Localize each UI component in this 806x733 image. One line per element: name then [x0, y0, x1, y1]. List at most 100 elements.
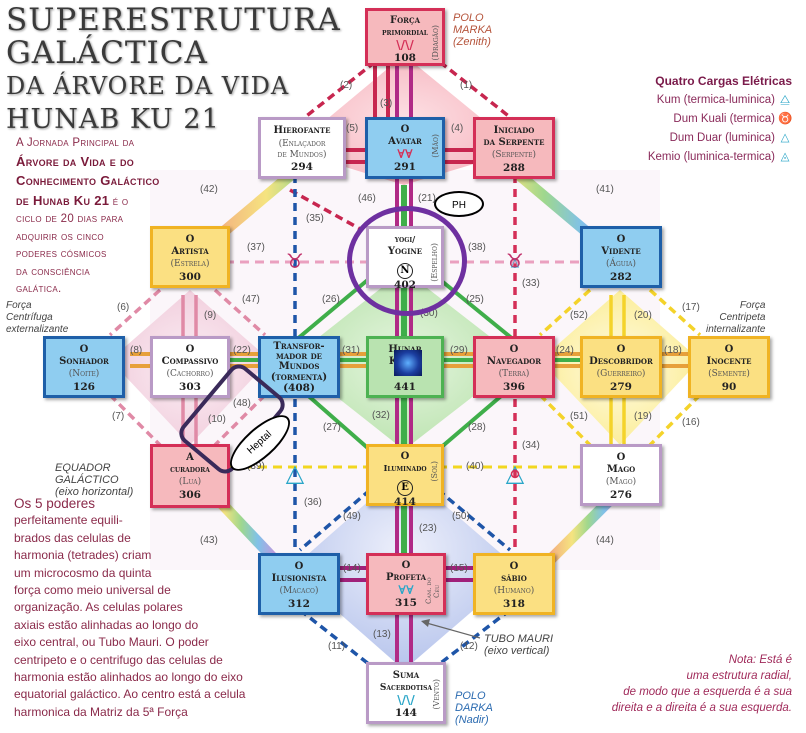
node-title: O [400, 451, 410, 462]
note-line: TUBO MAURI [484, 633, 554, 645]
node-profeta[interactable]: O Profeta ∀∀ 315 Cam. do Céu [366, 553, 446, 615]
node-suma-sacerdotisa[interactable]: Suma Sacerdotisa \/\/ 144 (Vento) [366, 662, 446, 724]
dum-duar-icon: △ [780, 132, 790, 144]
node-side-label: (Sol) [430, 461, 439, 482]
node-descobridor[interactable]: O Descobridor (Guerreiro) 279 [580, 336, 662, 398]
pole-line: (Nadir) [455, 714, 489, 726]
node-title: O [401, 560, 411, 571]
path-label-32: (32) [372, 410, 390, 421]
legend-item: Kemio (luminica-termica)◬ [648, 148, 792, 167]
legend-item: Dum Kuali (termica)♉ [648, 110, 792, 129]
node-hierofante[interactable]: Hierofante (Enlaçador de Mundos) 294 [258, 117, 346, 179]
legend-heading: Quatro Cargas Elétricas [655, 74, 792, 88]
node-title: Hierofante [273, 125, 331, 136]
path-label-42: (42) [200, 184, 218, 195]
node-title: O [616, 452, 626, 463]
path-label-7: (7) [112, 411, 125, 422]
path-17 [648, 288, 702, 337]
path-label-24: (24) [556, 345, 574, 356]
node-title: Transfor- [273, 341, 325, 352]
e-seal-icon: E [397, 480, 413, 496]
node-avatar[interactable]: O Avatar ∀∀ 291 (Mão) [365, 117, 445, 179]
node-iluminado[interactable]: O Iluminado E 414 (Sol) [366, 444, 444, 508]
node-artista[interactable]: O Artista (Estrela) 300 [150, 226, 230, 288]
path-label-38: (38) [468, 242, 486, 253]
node-value: (408) [283, 382, 315, 394]
node-sonhador[interactable]: O Sonhador (Noite) 126 [43, 336, 125, 398]
node-title: O [724, 344, 734, 355]
body-line: Os 5 poderes [14, 496, 96, 511]
node-mago[interactable]: O Mago (Mago) 276 [580, 444, 662, 506]
path-label-15: (15) [450, 563, 468, 574]
note-line: EQUADOR [55, 462, 111, 474]
path-label-4: (4) [451, 123, 464, 134]
seal-glyph-icon: \/\/ [396, 38, 414, 52]
node-subtitle: (Guerreiro) [596, 369, 646, 379]
path-label-29: (29) [450, 345, 468, 356]
note-centrifuga: Força Centrífuga externalizante [6, 300, 68, 336]
legend-item: Kum (termica-luminica)⧋ [648, 91, 792, 110]
node-forca-primordial[interactable]: Força primordial \/\/ 108 (Dragão) [365, 8, 445, 66]
node-value: 108 [394, 52, 416, 64]
pole-line: POLO [453, 12, 484, 24]
body-paragraph: Os 5 poderes perfeitamente equili- brado… [14, 495, 334, 721]
node-title: O [79, 344, 89, 355]
path-label-14: (14) [343, 563, 361, 574]
legend-label: Dum Kuali (termica) [673, 113, 775, 125]
svg-text:△: △ [506, 459, 525, 487]
path-label-19: (19) [634, 411, 652, 422]
node-value: 144 [395, 707, 417, 719]
body-line: harmonica da Matriz da 5ª Força [14, 704, 188, 719]
node-transformador-de-mundos[interactable]: Transfor- mador de Mundos (tormenta) (40… [258, 336, 340, 398]
seal-glyph-icon: ∀∀ [397, 147, 413, 161]
kum-icon: ⧋ [779, 94, 791, 106]
node-value: 300 [179, 271, 201, 283]
path-7 [108, 393, 162, 447]
path-label-6: (6) [117, 302, 130, 313]
node-title: Profeta [386, 572, 426, 583]
note-line: (eixo vertical) [484, 645, 550, 657]
path-51 [538, 393, 592, 447]
intro-line: Árvore da Vida e do [16, 153, 135, 169]
node-subtitle: (Águia) [605, 259, 637, 269]
body-line: axiais estão alinhadas ao longo do [14, 617, 199, 632]
note-line: externalizante [6, 324, 69, 335]
path-16 [648, 393, 702, 447]
node-title: Força [389, 15, 421, 26]
node-compassivo[interactable]: O Compassivo (Cachorro) 303 [150, 336, 230, 398]
node-side-label: (Vento) [432, 679, 441, 710]
path-label-40: (40) [466, 461, 484, 472]
node-title: Suma [392, 670, 420, 681]
legend-label: Dum Duar (luminica) [669, 132, 775, 144]
node-sabio[interactable]: O sábio (Humano) 318 [473, 553, 555, 615]
path-label-12: (12) [460, 641, 478, 652]
node-subtitle: (Noite) [68, 369, 100, 379]
body-line: organização. As celulas polares [14, 600, 183, 615]
node-ilusionista[interactable]: O Ilusionista (Macaco) 312 [258, 553, 340, 615]
body-line: brados das celulas de [14, 530, 131, 545]
svg-text:△: △ [511, 256, 520, 269]
node-inocente[interactable]: O Inocente (Semente) 90 [688, 336, 770, 398]
node-subtitle: (Semente) [708, 369, 750, 379]
node-title: Vidente [601, 246, 641, 257]
node-subtitle: (Mago) [605, 477, 637, 487]
path-6 [108, 288, 162, 337]
node-vidente[interactable]: O Vidente (Águia) 282 [580, 226, 662, 288]
note-centripeta: Força Centripeta internalizante [706, 300, 765, 336]
node-iniciado-da-serpente[interactable]: Iniciado da Serpente (Serpente) 288 [473, 117, 555, 179]
path-label-26: (26) [322, 294, 340, 305]
tubo-arrow-head [421, 619, 430, 627]
node-navegador[interactable]: O Navegador (Terra) 396 [473, 336, 555, 398]
kemio-icon: ◬ [780, 151, 790, 163]
node-title: Artista [171, 246, 209, 257]
node-title: O [616, 344, 626, 355]
purple-highlight-ring [347, 206, 467, 316]
node-curadora[interactable]: A curadora (Lua) 306 [150, 444, 230, 508]
note-tubo-mauri: TUBO MAURI (eixo vertical) [484, 633, 553, 657]
legend-item: Dum Duar (luminica) △ [648, 129, 792, 148]
ph-annotation: PH [434, 191, 484, 217]
path-48 [213, 393, 267, 447]
kemio-symbol: △ [506, 459, 525, 487]
body-line: harmonia estão alinhados ao longo do eix… [14, 670, 243, 685]
node-title: Iniciado [493, 125, 535, 136]
